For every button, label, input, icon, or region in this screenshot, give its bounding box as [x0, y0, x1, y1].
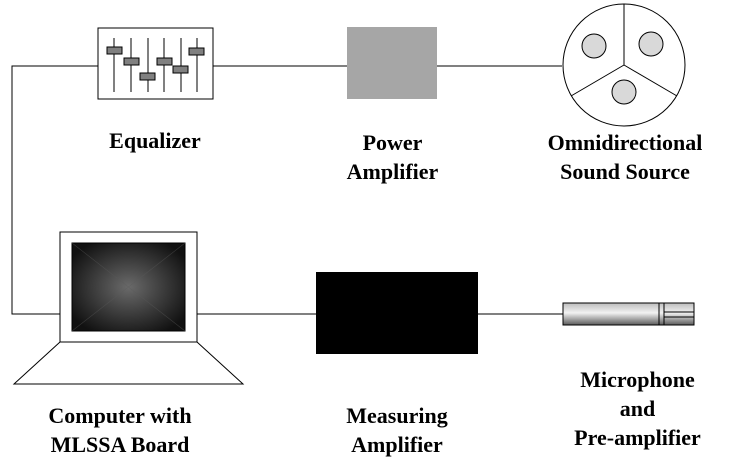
equalizer-icon: [97, 27, 214, 100]
omnidirectional-speaker-icon: [562, 3, 686, 127]
power-amplifier-label: Power Amplifier: [346, 130, 439, 184]
connection-lines: [11, 65, 563, 315]
sound-source-label: Omnidirectional Sound Source: [547, 130, 703, 184]
computer-icon: [12, 231, 245, 385]
measuring-amplifier-label: Measuring Amplifier: [346, 403, 448, 457]
microphone-label: Microphone and Pre-amplifier: [574, 367, 701, 450]
measuring-amplifier-box: [316, 272, 478, 354]
computer-to-equalizer-line: [11, 65, 98, 315]
microphone-icon: [562, 302, 695, 326]
power-amplifier-box: [347, 27, 437, 99]
keyboard-base: [12, 341, 245, 385]
computer-label: Computer with MLSSA Board: [48, 403, 192, 457]
equalizer-label: Equalizer: [109, 128, 201, 153]
